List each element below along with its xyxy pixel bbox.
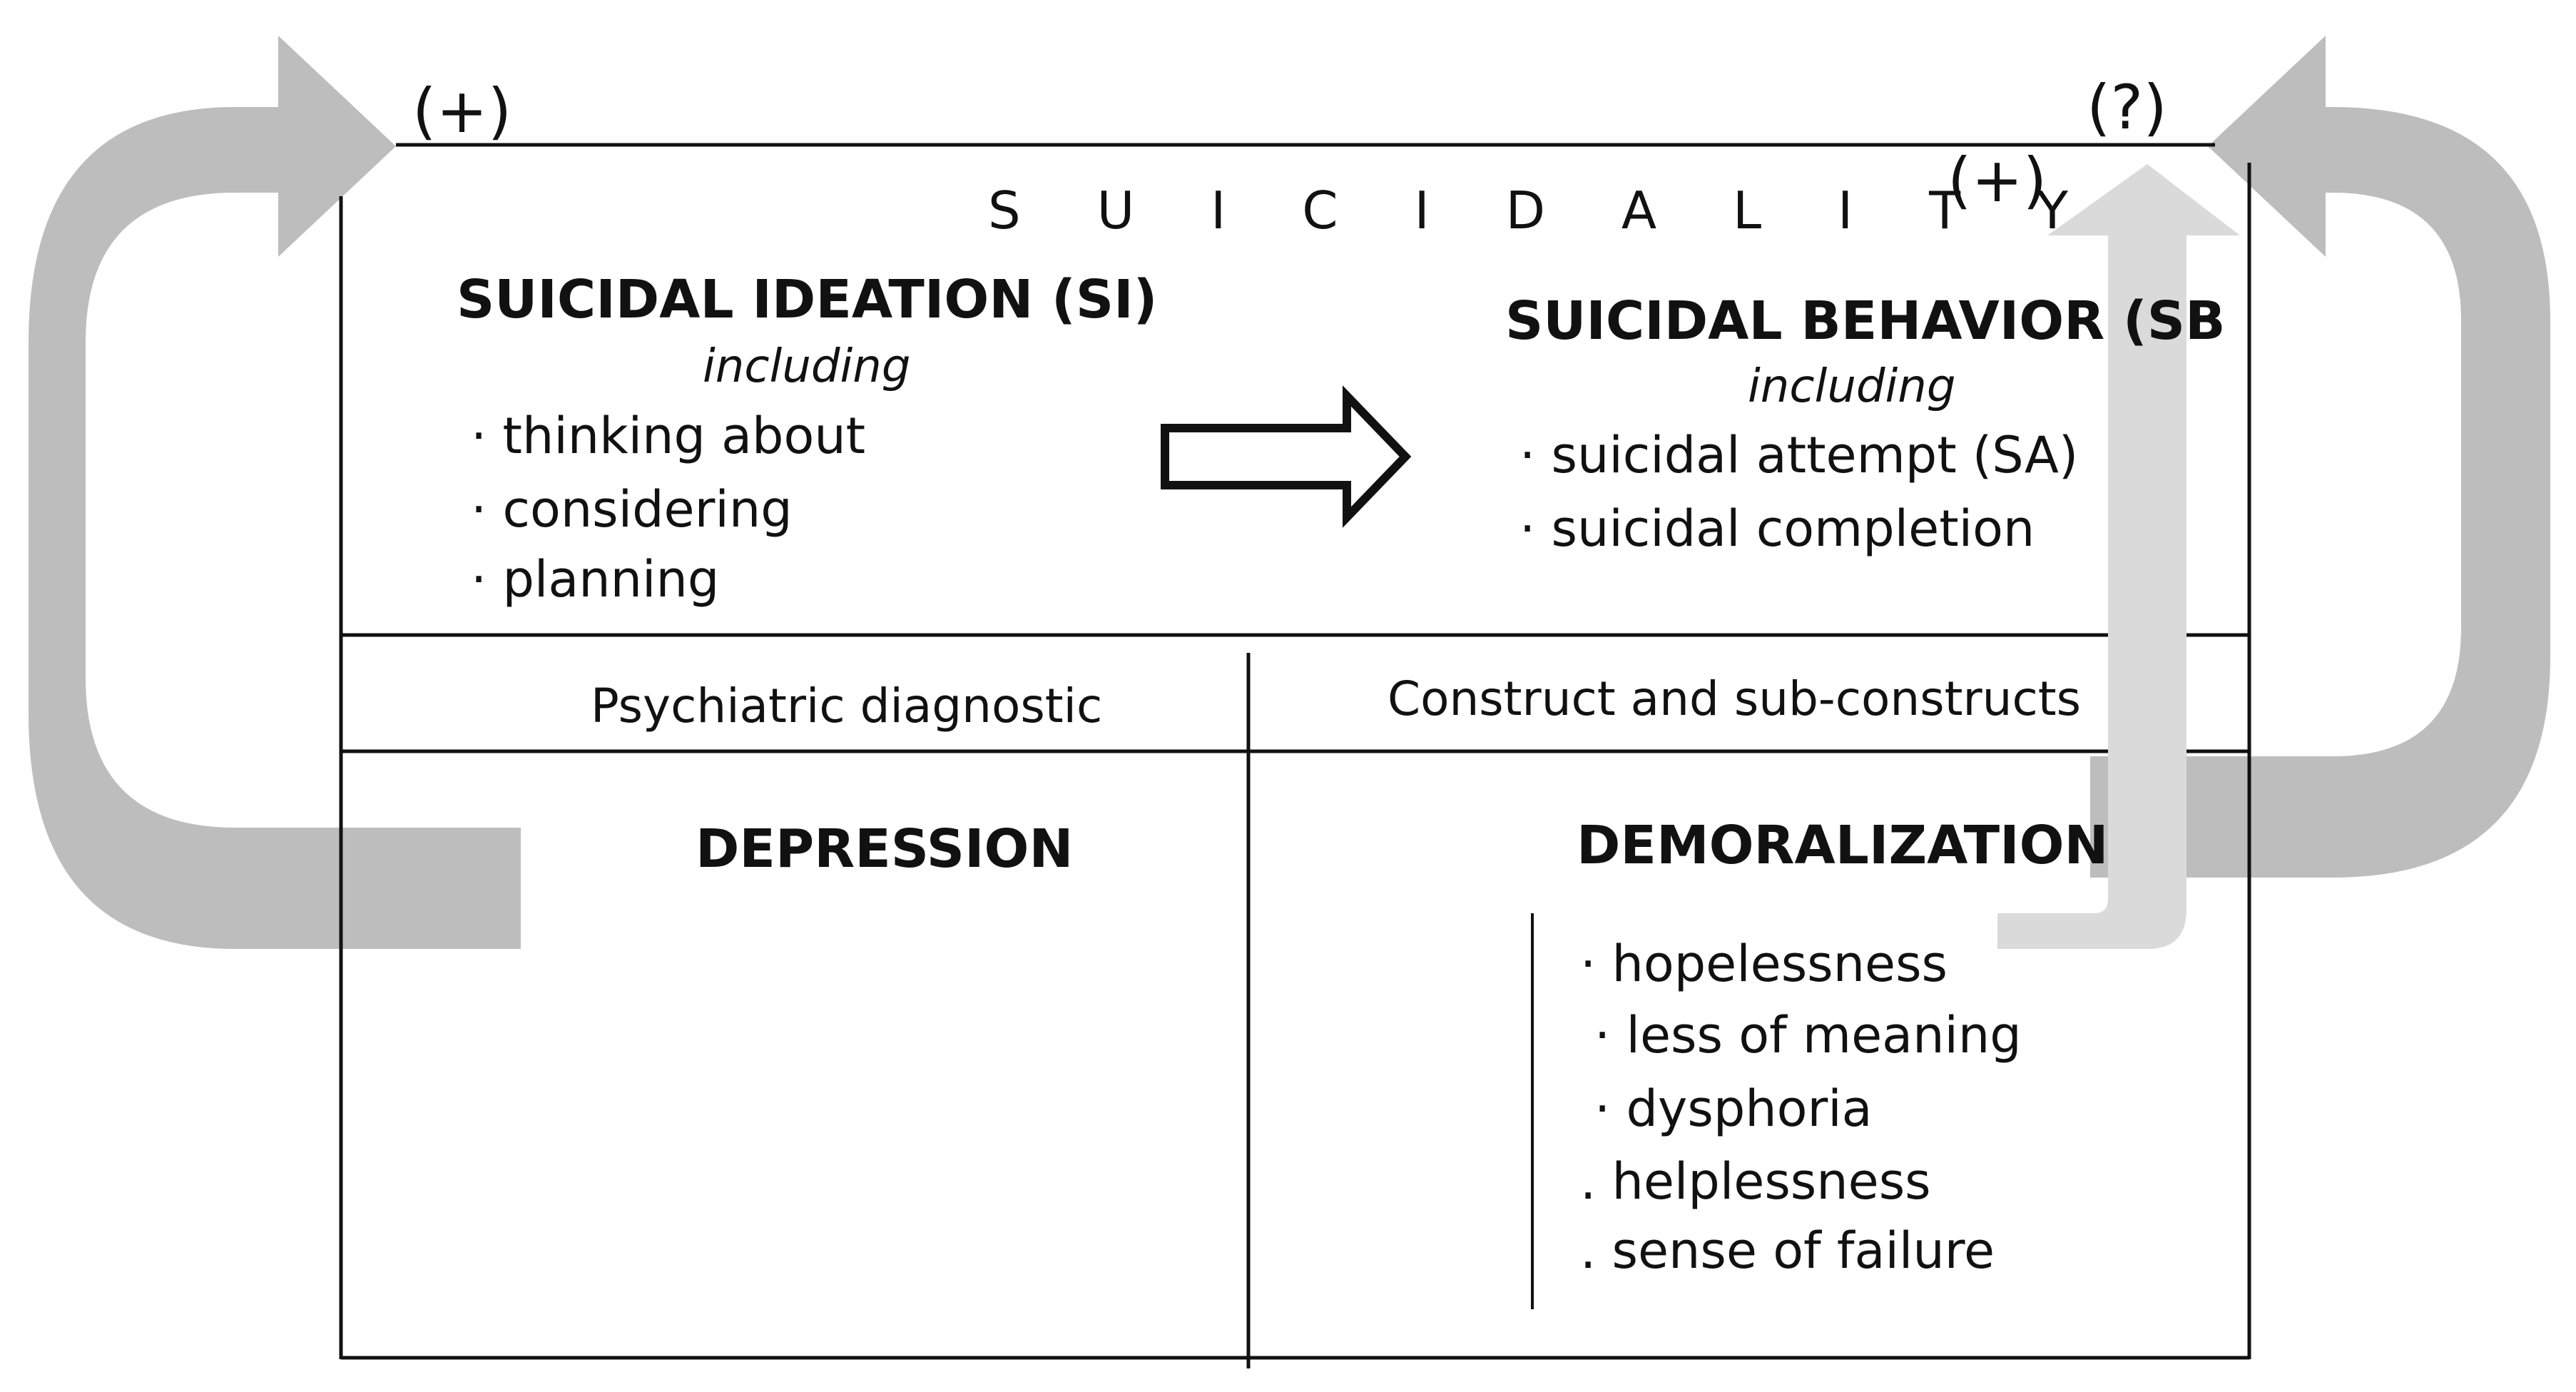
ideation-item: · thinking about [471,407,865,465]
diagram-title: S U I C I D A L I T Y [988,181,2098,240]
behavior-item: · suicidal attempt (SA) [1519,426,2078,484]
demoralization-label: DEMORALIZATION [1577,815,2109,876]
left-loop-arrow [29,36,521,949]
behavior-item: · suicidal completion [1519,499,2035,558]
ideation-subheading: including [703,340,910,393]
demoralization-item: · less of meaning [1594,1006,2022,1065]
behavior-heading: SUICIDAL BEHAVIOR (SB [1505,290,2225,352]
ideation-item: · planning [471,550,719,609]
depression-label: DEPRESSION [696,818,1073,880]
demoralization-item: · dysphoria [1594,1079,1873,1138]
demoralization-item: . sense of failure [1580,1221,1995,1280]
demoralization-item: · hopelessness [1580,935,1948,993]
left-loop-sign: (+) [412,76,511,147]
demoralization-item: . helplessness [1580,1152,1931,1211]
inner-loop-arrow [1997,164,2240,949]
right-loop-sign: (?) [2087,72,2167,143]
left-column-header: Psychiatric diagnostic [591,679,1102,733]
behavior-subheading: including [1748,360,1955,413]
ideation-heading: SUICIDAL IDEATION (SI) [457,269,1158,330]
ideation-item: · considering [471,480,793,539]
ideation-to-behavior-arrow [1161,385,1412,528]
inner-loop-sign: (+) [1948,145,2047,216]
right-column-header: Construct and sub-constructs [1388,671,2081,726]
